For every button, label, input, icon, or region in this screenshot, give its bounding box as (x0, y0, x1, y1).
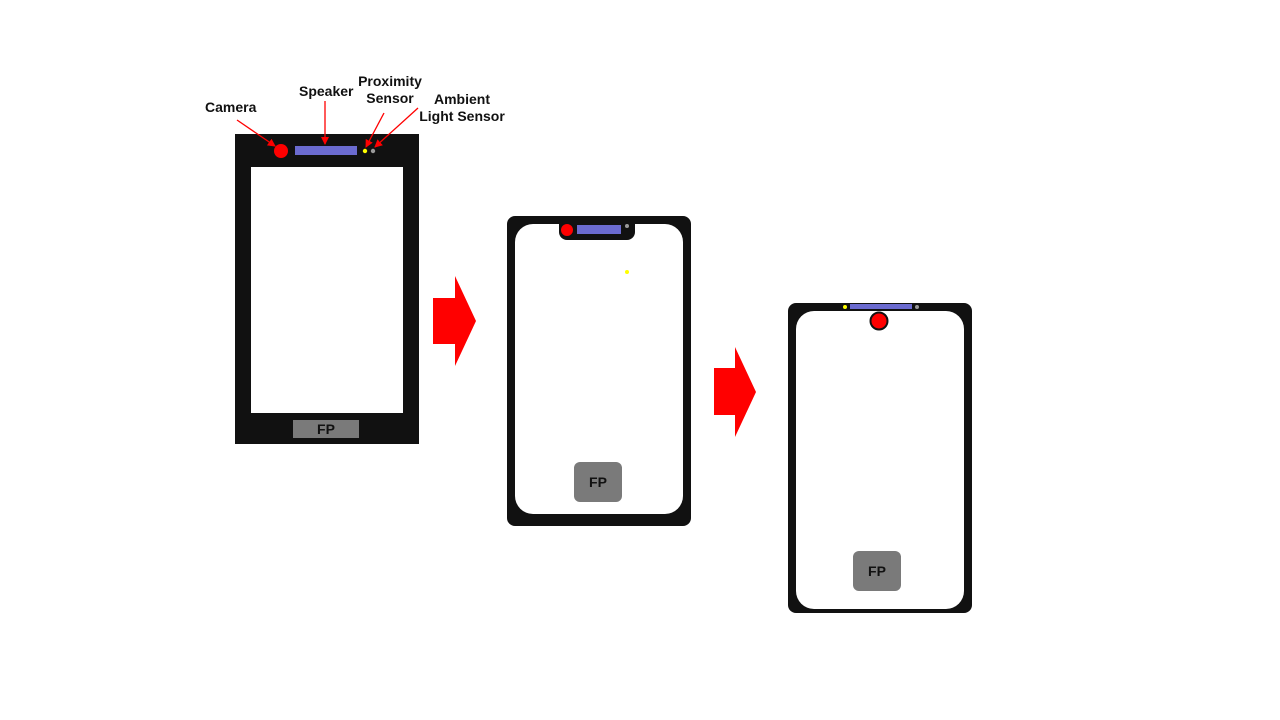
transition-arrow-icon (714, 347, 756, 437)
proximity-sensor (843, 305, 847, 309)
ambient-light-sensor (915, 305, 919, 309)
proximity-sensor-label: Proximity Sensor (354, 73, 426, 107)
ambient-label-line1: Ambient (434, 91, 490, 107)
speaker-label: Speaker (299, 83, 354, 99)
proximity-sensor (362, 148, 368, 154)
fingerprint-sensor: FP (574, 462, 622, 502)
ambient-light-sensor (625, 224, 629, 228)
proximity-label-line1: Proximity (358, 73, 422, 89)
ambient-light-sensor (370, 148, 376, 154)
earpiece-speaker (295, 146, 357, 155)
front-camera (560, 223, 574, 237)
phone-notch-design: FP (507, 216, 691, 526)
fingerprint-sensor: FP (853, 551, 901, 591)
earpiece-speaker (850, 304, 912, 309)
punch-hole-camera (869, 311, 889, 331)
phone-screen (251, 167, 403, 413)
proximity-leader-arrow (365, 112, 385, 148)
earpiece-speaker (577, 225, 621, 234)
front-camera (274, 144, 288, 158)
ambient-label-line2: Light Sensor (419, 108, 505, 124)
fingerprint-sensor: FP (293, 420, 359, 438)
proximity-label-line2: Sensor (366, 90, 414, 106)
phone-punch-hole-design: FP (788, 303, 972, 613)
camera-label: Camera (205, 99, 257, 115)
ambient-leader-arrow (374, 107, 419, 148)
ambient-light-sensor-label: Ambient Light Sensor (412, 91, 512, 125)
transition-arrow-icon (433, 276, 476, 366)
camera-leader-arrow (236, 119, 276, 147)
phone-bezel-design: FP (235, 134, 419, 444)
proximity-sensor (625, 270, 629, 274)
